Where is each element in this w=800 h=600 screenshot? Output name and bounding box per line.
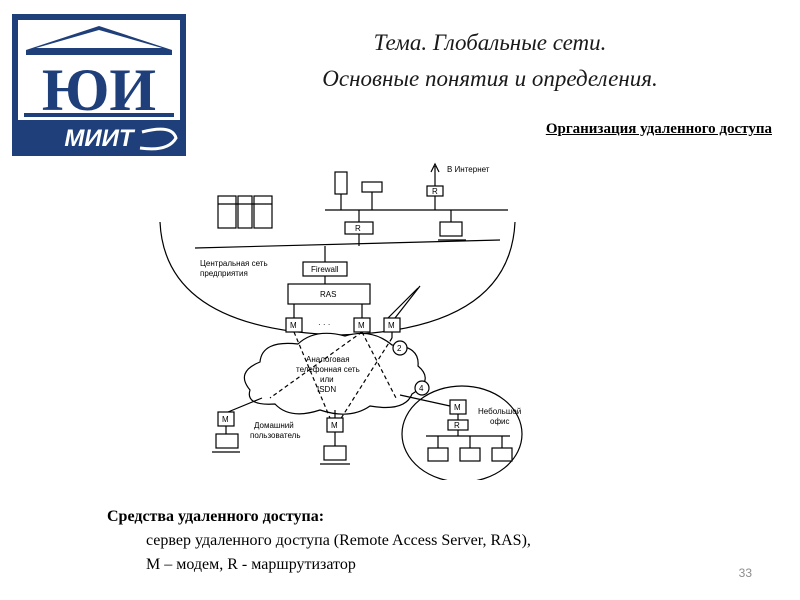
modem-label-office: M	[454, 403, 461, 412]
central-network-label-2: предприятия	[200, 269, 248, 278]
modem-label-remote: M	[331, 421, 338, 430]
router-label-top: R	[432, 187, 438, 196]
central-network-boundary	[159, 221, 516, 336]
office-pc-1	[427, 447, 449, 462]
ras-label: RAS	[320, 290, 336, 299]
caption-line-2: М – модем, R - маршрутизатор	[146, 556, 356, 573]
miit-logo: ЮИ МИИТ	[12, 14, 186, 156]
modem-label-2: M	[358, 321, 365, 330]
internet-label: В Интернет	[447, 165, 490, 174]
marker-4-label: 4	[419, 384, 424, 393]
page-number: 33	[738, 566, 752, 580]
modem-label-1: M	[290, 321, 297, 330]
logo-bottom-text: МИИТ	[64, 125, 136, 152]
small-office-label-1: Небольшой	[478, 407, 521, 416]
ras-box	[287, 283, 371, 305]
cloud-label-3: или	[320, 375, 334, 384]
home-pc-icon	[215, 433, 239, 449]
home-user-label-1: Домашний	[254, 421, 294, 430]
caption-line-1: сервер удаленного доступа (Remote Access…	[146, 532, 531, 549]
small-office-label-2: офис	[490, 417, 510, 426]
router-label-middle: R	[355, 224, 361, 233]
home-user-label-2: пользователь	[250, 431, 301, 440]
office-pc-3	[491, 447, 513, 462]
phone-network-cloud	[243, 332, 426, 415]
server-icon	[217, 195, 237, 229]
workstation-icon	[334, 171, 348, 195]
remote-pc-icon	[323, 445, 347, 461]
cloud-label-2: телефонная сеть	[296, 365, 360, 374]
router-label-office: R	[454, 421, 460, 430]
slide-title-line1: Тема. Глобальные сети.	[373, 30, 607, 55]
marker-2	[392, 340, 408, 356]
slide-subtitle: Организация удаленного доступа	[545, 121, 772, 137]
logo-top-text: ЮИ	[42, 57, 156, 123]
caption-heading: Средства удаленного доступа:	[107, 508, 325, 525]
firewall-label: Firewall	[311, 265, 339, 274]
marker-2-label: 2	[397, 344, 402, 353]
office-pc-2	[459, 447, 481, 462]
remote-access-diagram: В Интернет R R Центральная сеть предприя…	[159, 162, 523, 480]
modem-dots: · · ·	[318, 320, 330, 329]
slide-title-line2: Основные понятия и определения.	[322, 66, 658, 91]
pc-icon-top	[439, 221, 463, 237]
marker-4	[414, 380, 430, 396]
cloud-label-1: Аналоговая	[306, 355, 350, 364]
modem-label-3: M	[388, 321, 395, 330]
modem-label-home: M	[222, 415, 229, 424]
cloud-label-4: ISDN	[317, 385, 336, 394]
central-network-label-1: Центральная сеть	[200, 259, 268, 268]
